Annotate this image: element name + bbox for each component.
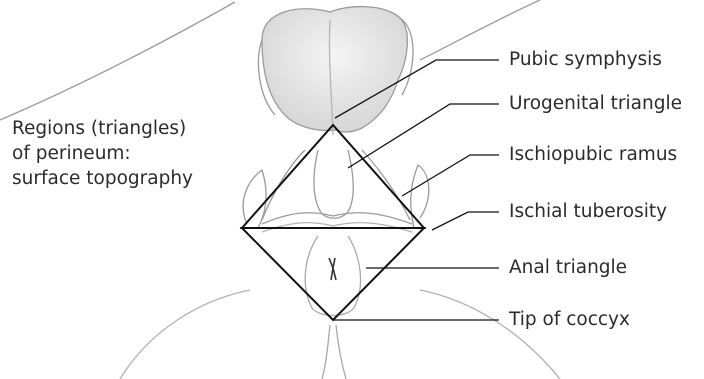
right-tuberosity-contour (411, 165, 429, 228)
anal-triangle-outline (242, 228, 424, 320)
leader-ischial-tuberosity (432, 212, 499, 230)
label-urogenital-triangle: Urogenital triangle (509, 93, 682, 115)
label-ischial-tuberosity: Ischial tuberosity (509, 201, 667, 223)
perineum-triangles (242, 125, 424, 320)
caption-line-1: Regions (triangles) (12, 116, 227, 141)
caption-line-2: of perineum: (12, 141, 227, 166)
caption-line-3: surface topography (12, 166, 227, 191)
label-anal-triangle: Anal triangle (509, 257, 627, 279)
leader-ischiopubic-ramus (402, 155, 499, 196)
right-buttock-outline (420, 290, 560, 379)
central-bulge (314, 150, 353, 218)
anus-mark (329, 258, 336, 280)
left-perineal-contour (262, 150, 305, 220)
left-buttock-outline (120, 290, 250, 379)
anal-region-outline (305, 236, 360, 316)
label-pubic-symphysis: Pubic symphysis (509, 49, 662, 71)
label-ischiopubic-ramus: Ischiopubic ramus (509, 144, 677, 166)
gluteal-cleft (322, 325, 346, 379)
label-tip-of-coccyx: Tip of coccyx (509, 309, 630, 331)
figure-caption: Regions (triangles) of perineum: surface… (12, 116, 227, 191)
scrotum-outline (262, 7, 407, 132)
left-tuberosity-contour (243, 170, 266, 228)
left-thigh-outline (0, 2, 235, 120)
urogenital-triangle-outline (242, 125, 424, 228)
